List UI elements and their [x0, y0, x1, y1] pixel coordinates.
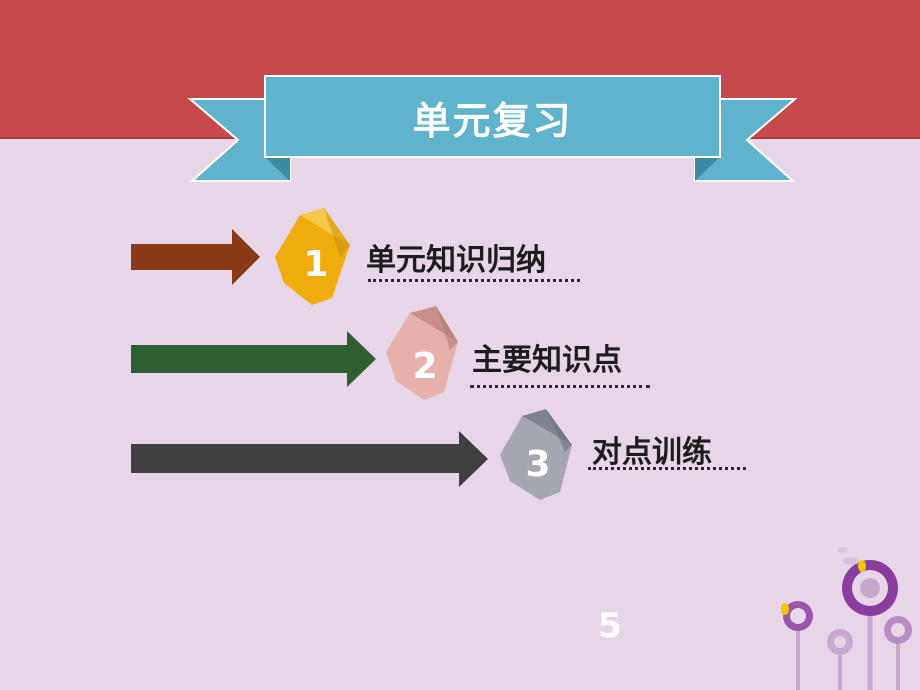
cube-1 — [275, 208, 350, 305]
item-1-number: 1 — [303, 244, 329, 285]
banner-title: 单元复习 — [412, 98, 573, 143]
item-3-underline — [588, 467, 746, 470]
page-number: 5 — [598, 606, 622, 646]
item-2-underline — [470, 385, 650, 388]
item-1-underline — [368, 279, 580, 282]
cube-3 — [500, 409, 572, 500]
ribbon-left-fold — [265, 157, 290, 181]
item-2-number: 2 — [412, 346, 438, 387]
ribbon-main — [264, 75, 721, 158]
arrow-3 — [131, 431, 488, 487]
arrow-1 — [131, 229, 260, 285]
flower-decoration — [781, 547, 912, 690]
ribbon-right-fold — [695, 157, 720, 181]
arrow-2 — [131, 331, 376, 387]
item-3-number: 3 — [525, 444, 551, 485]
item-3-label[interactable]: 对点训练 — [592, 435, 712, 470]
ribbon-banner — [187, 75, 798, 182]
item-1-label[interactable]: 单元知识归纳 — [366, 243, 546, 278]
item-2-label[interactable]: 主要知识点 — [472, 343, 622, 378]
cube-2 — [386, 306, 458, 400]
